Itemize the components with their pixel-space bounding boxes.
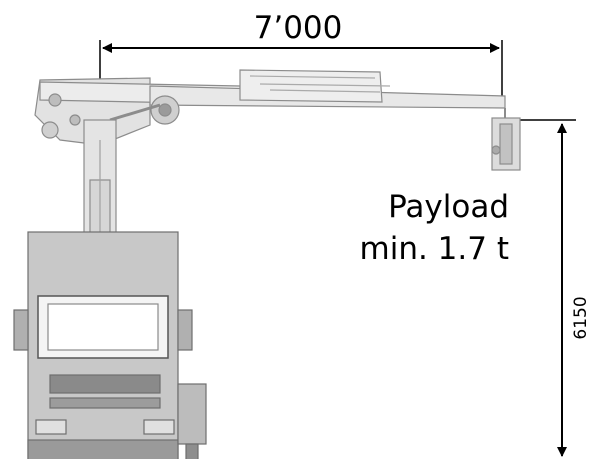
mirror-right [177, 309, 193, 351]
truck-grille [49, 374, 161, 394]
truck [13, 231, 207, 459]
payload-capacity: min. 1.7 t [359, 231, 509, 267]
hook-block [491, 108, 521, 171]
payload-label: Payload min. 1.7 t [360, 186, 509, 270]
headlight-right [143, 419, 175, 435]
reach-dimension: 7’000 [99, 10, 503, 108]
mirror-left [13, 309, 29, 351]
height-label: 6150 [571, 296, 589, 339]
payload-title: Payload [388, 189, 509, 225]
crane-boom [34, 69, 506, 146]
reach-label: 7’000 [254, 10, 343, 46]
truck-bumper [27, 439, 179, 459]
headlight-left [35, 419, 67, 435]
height-dimension: 6150 [515, 119, 589, 457]
outrigger [177, 383, 207, 445]
